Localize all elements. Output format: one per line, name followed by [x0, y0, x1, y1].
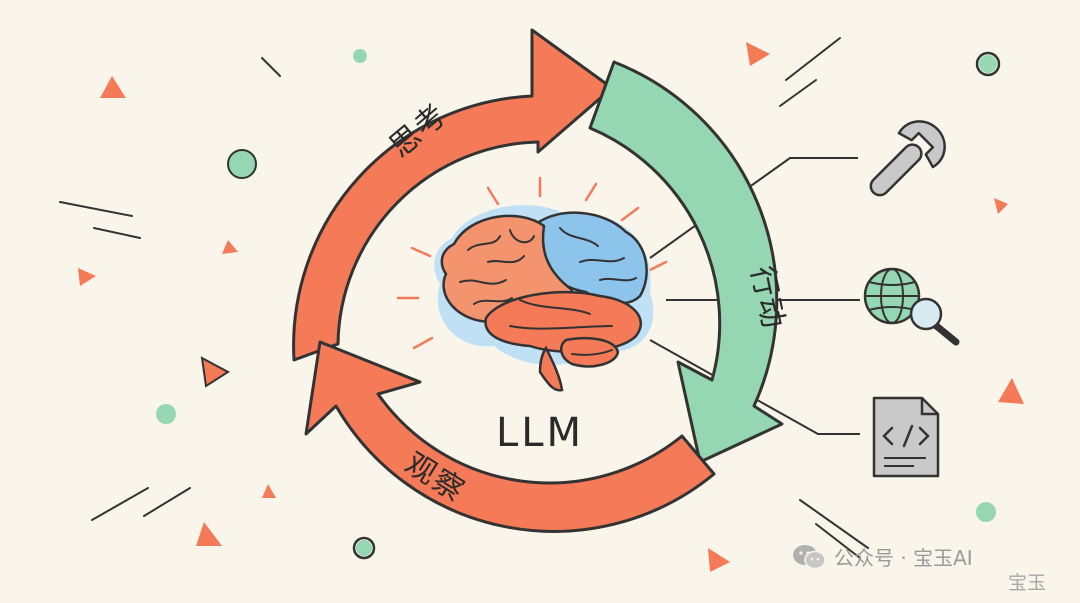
- code-file-icon: [872, 396, 940, 478]
- decorations: [59, 37, 869, 559]
- web-search-icon: [863, 267, 960, 346]
- watermark: 公众号 · 宝玉AI: [792, 542, 973, 571]
- watermark-overlay: 宝玉: [1008, 572, 1047, 594]
- wechat-icon: [793, 544, 826, 569]
- brain-icon: [396, 176, 668, 392]
- observe-arrow: [304, 340, 716, 533]
- think-arrow: [292, 28, 614, 362]
- decor-triangle-outline: [200, 356, 230, 388]
- act-arrow: [588, 60, 784, 464]
- center-label: LLM: [496, 410, 584, 456]
- decor-circles: [156, 49, 1001, 560]
- wrench-icon: [869, 120, 946, 197]
- watermark-text: 公众号 · 宝玉AI: [834, 546, 973, 570]
- decor-triangles: [78, 42, 1024, 572]
